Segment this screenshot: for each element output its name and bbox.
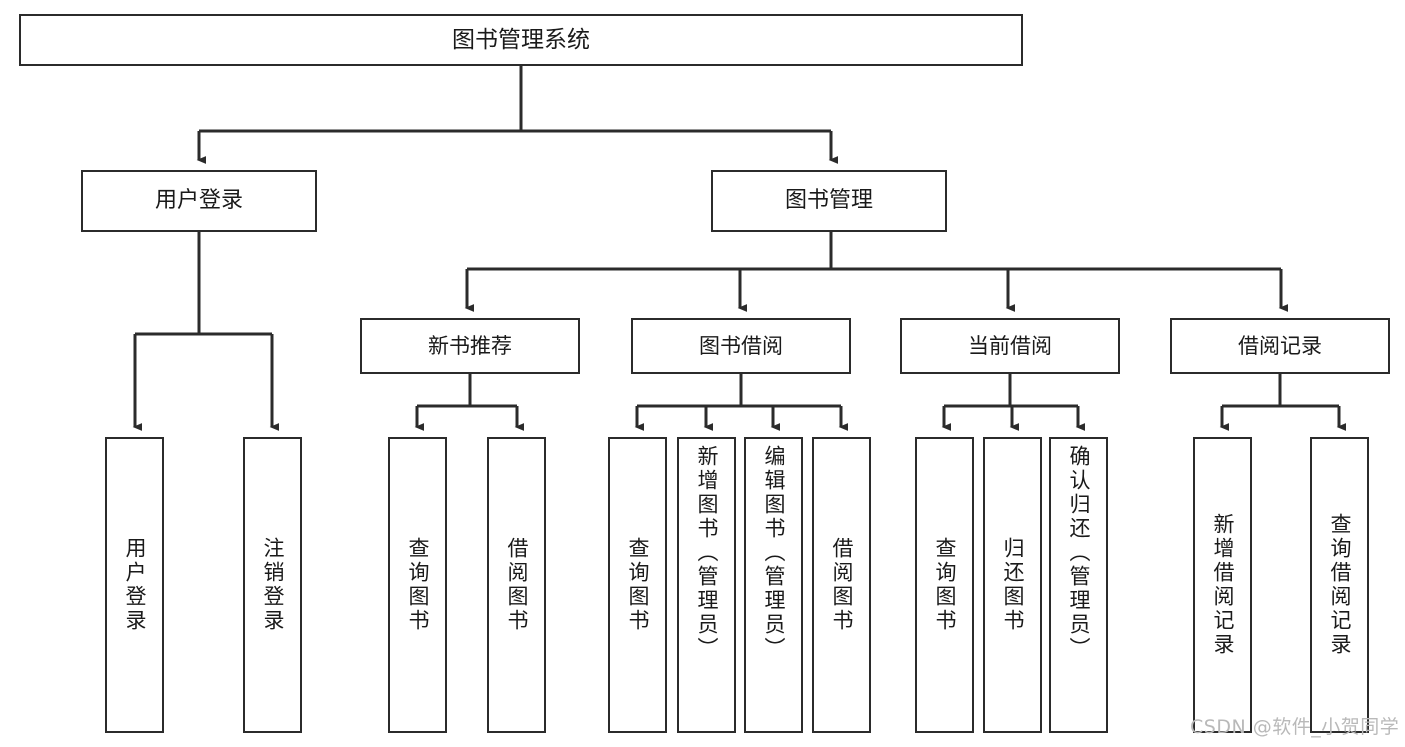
node-leaf-confirm-return-label: 确认归还（管理员）: [1067, 445, 1091, 661]
node-leaf-add-book-label: 新增图书（管理员）: [695, 445, 719, 661]
node-leaf-add-record-label: 新增借阅记录: [1211, 513, 1235, 657]
node-leaf-logout[interactable]: 注销登录: [243, 437, 302, 733]
node-leaf-confirm-return[interactable]: 确认归还（管理员）: [1049, 437, 1108, 733]
node-borrow-record[interactable]: 借阅记录: [1170, 318, 1390, 374]
node-leaf-query-book-2[interactable]: 查询图书: [608, 437, 667, 733]
node-leaf-query-book-3-label: 查询图书: [933, 537, 957, 633]
node-book-manage-label: 图书管理: [784, 188, 873, 214]
node-borrow-record-label: 借阅记录: [1238, 333, 1322, 358]
node-leaf-query-book-1-label: 查询图书: [406, 537, 430, 633]
node-book-borrow[interactable]: 图书借阅: [631, 318, 851, 374]
node-root-system[interactable]: 图书管理系统: [19, 14, 1023, 66]
node-leaf-query-book-1[interactable]: 查询图书: [388, 437, 447, 733]
node-user-login-label: 用户登录: [154, 188, 243, 214]
node-leaf-return-book[interactable]: 归还图书: [983, 437, 1042, 733]
node-new-book-rec-label: 新书推荐: [428, 333, 512, 358]
node-book-manage[interactable]: 图书管理: [711, 170, 947, 232]
node-current-borrow[interactable]: 当前借阅: [900, 318, 1120, 374]
node-leaf-borrow-book-1[interactable]: 借阅图书: [487, 437, 546, 733]
node-leaf-add-record[interactable]: 新增借阅记录: [1193, 437, 1252, 733]
node-leaf-edit-book[interactable]: 编辑图书（管理员）: [744, 437, 803, 733]
node-leaf-add-book[interactable]: 新增图书（管理员）: [677, 437, 736, 733]
watermark-text: CSDN @软件_小贺同学: [1190, 716, 1400, 738]
node-leaf-query-record[interactable]: 查询借阅记录: [1310, 437, 1369, 733]
node-leaf-query-book-2-label: 查询图书: [626, 537, 650, 633]
node-book-borrow-label: 图书借阅: [699, 333, 783, 358]
node-leaf-borrow-book-1-label: 借阅图书: [505, 537, 529, 633]
node-current-borrow-label: 当前借阅: [968, 333, 1052, 358]
node-leaf-return-book-label: 归还图书: [1001, 537, 1025, 633]
node-leaf-edit-book-label: 编辑图书（管理员）: [762, 445, 786, 661]
node-leaf-borrow-book-2[interactable]: 借阅图书: [812, 437, 871, 733]
node-leaf-logout-label: 注销登录: [261, 537, 285, 633]
node-leaf-query-book-3[interactable]: 查询图书: [915, 437, 974, 733]
node-root-system-label: 图书管理系统: [452, 26, 590, 53]
node-new-book-rec[interactable]: 新书推荐: [360, 318, 580, 374]
node-leaf-user-login-label: 用户登录: [123, 537, 147, 633]
node-leaf-borrow-book-2-label: 借阅图书: [830, 537, 854, 633]
node-leaf-query-record-label: 查询借阅记录: [1328, 513, 1352, 657]
node-user-login[interactable]: 用户登录: [81, 170, 317, 232]
node-leaf-user-login[interactable]: 用户登录: [105, 437, 164, 733]
